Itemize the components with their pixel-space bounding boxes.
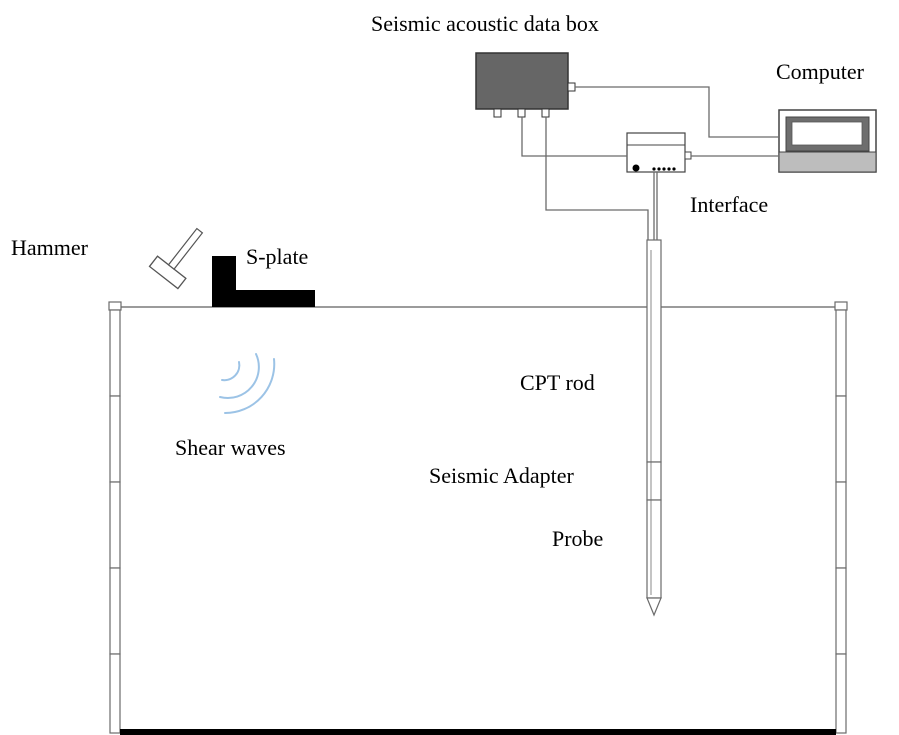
cable-databox-to-interface — [521, 117, 627, 157]
label-s-plate: S-plate — [246, 244, 308, 269]
cpt-rod — [646, 239, 662, 463]
s-plate — [212, 256, 315, 307]
interface — [626, 132, 692, 173]
label-cpt-rod: CPT rod — [520, 370, 595, 395]
shear-waves-icon — [219, 353, 276, 415]
label-computer: Computer — [776, 59, 865, 84]
label-seismic-adapter: Seismic Adapter — [429, 463, 574, 488]
label-hammer: Hammer — [11, 235, 89, 260]
cable-databox-to-rod — [545, 117, 649, 240]
cables — [521, 86, 779, 240]
label-interface: Interface — [690, 192, 768, 217]
computer — [778, 109, 877, 173]
hammer — [148, 227, 204, 290]
probe — [646, 499, 662, 599]
right-tank-wall — [834, 301, 848, 734]
seismic-acoustic-data-box — [475, 52, 576, 118]
left-tank-wall — [108, 301, 122, 734]
probe-cone-tip — [646, 597, 662, 617]
cable-databox-to-computer — [575, 86, 779, 138]
test-tank — [108, 301, 848, 735]
label-probe: Probe — [552, 526, 603, 551]
cpt-rod-assembly — [646, 239, 662, 617]
label-data-box: Seismic acoustic data box — [371, 11, 599, 36]
tank-floor — [120, 729, 836, 735]
label-shear-waves: Shear waves — [175, 435, 286, 460]
seismic-adapter — [646, 461, 662, 501]
